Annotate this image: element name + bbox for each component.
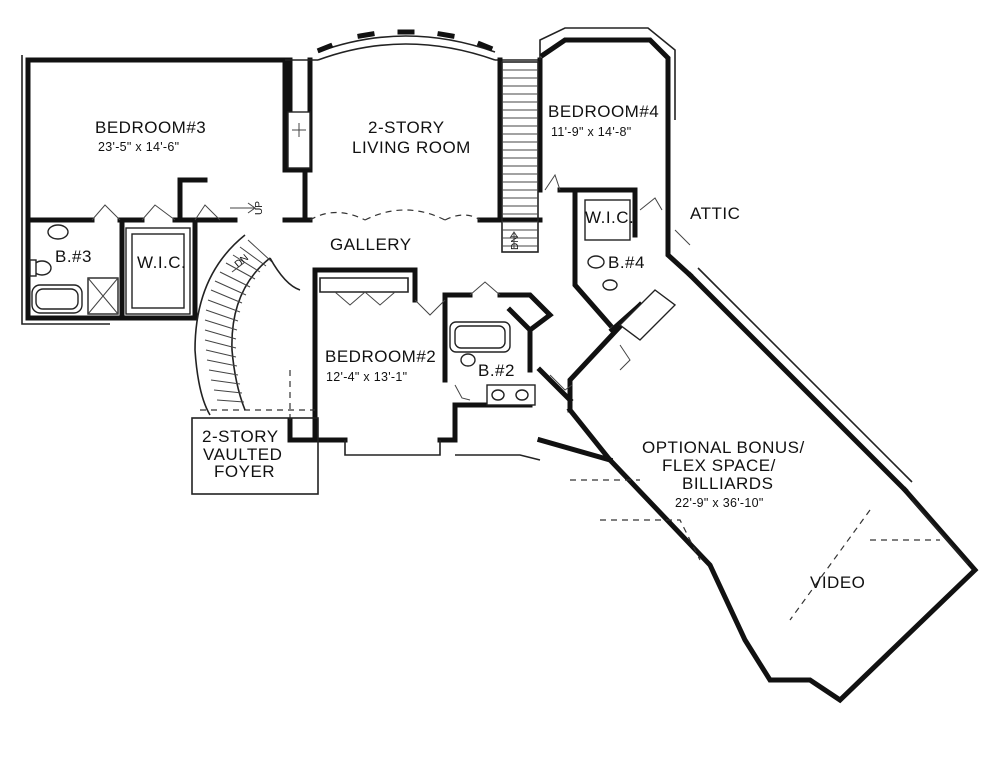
door-swings [91, 173, 663, 401]
bath4-fixtures [584, 199, 677, 341]
video-label: VIDEO [810, 573, 865, 592]
living-line1: 2-STORY [368, 118, 445, 137]
foyer-line1: 2-STORY [202, 427, 279, 446]
bedroom2-name: BEDROOM#2 [325, 347, 436, 366]
dn-label-straight: DN [510, 236, 521, 250]
bedroom4-name: BEDROOM#4 [548, 102, 659, 121]
foyer-outline [191, 417, 319, 495]
foyer-line2: VAULTED [203, 445, 282, 464]
bonus-line1: OPTIONAL BONUS/ [642, 438, 805, 457]
bath3-label: B.#3 [55, 247, 92, 266]
bonus-dims: 22'-9" x 36'-10" [675, 496, 764, 510]
stair-arrows [230, 202, 519, 273]
gallery-openings [200, 209, 940, 621]
bedroom3-name: BEDROOM#3 [95, 118, 206, 137]
straight-stair [501, 61, 539, 253]
wic4-label: W.I.C. [585, 208, 634, 227]
curved-stair [194, 234, 301, 416]
bath2-fixtures [449, 321, 536, 406]
attic-label: ATTIC [690, 204, 740, 223]
foyer-line3: FOYER [214, 462, 275, 481]
attic-marker [674, 229, 691, 246]
wic3-label: W.I.C. [137, 253, 186, 272]
bedroom3-dims: 23'-5" x 14'-6" [98, 140, 179, 154]
living-line2: LIVING ROOM [352, 138, 471, 157]
fireplace [287, 111, 311, 169]
bedroom4-dims: 11'-9" x 14'-8" [551, 125, 631, 139]
gallery-label: GALLERY [330, 235, 412, 254]
bath4-label: B.#4 [608, 253, 645, 272]
bedroom2-dims: 12'-4" x 13'-1" [326, 370, 407, 384]
bonus-line2: FLEX SPACE/ [662, 456, 776, 475]
room-labels: BEDROOM#3 23'-5" x 14'-6" 2-STORY LIVING… [55, 102, 865, 592]
bay-window-mullions [316, 29, 494, 54]
dn-label-curved: DN [233, 253, 251, 271]
bonus-line3: BILLIARDS [682, 474, 773, 493]
bath2-label: B.#2 [478, 361, 515, 380]
up-label: UP [254, 201, 265, 215]
bath3-fixtures [29, 224, 191, 315]
